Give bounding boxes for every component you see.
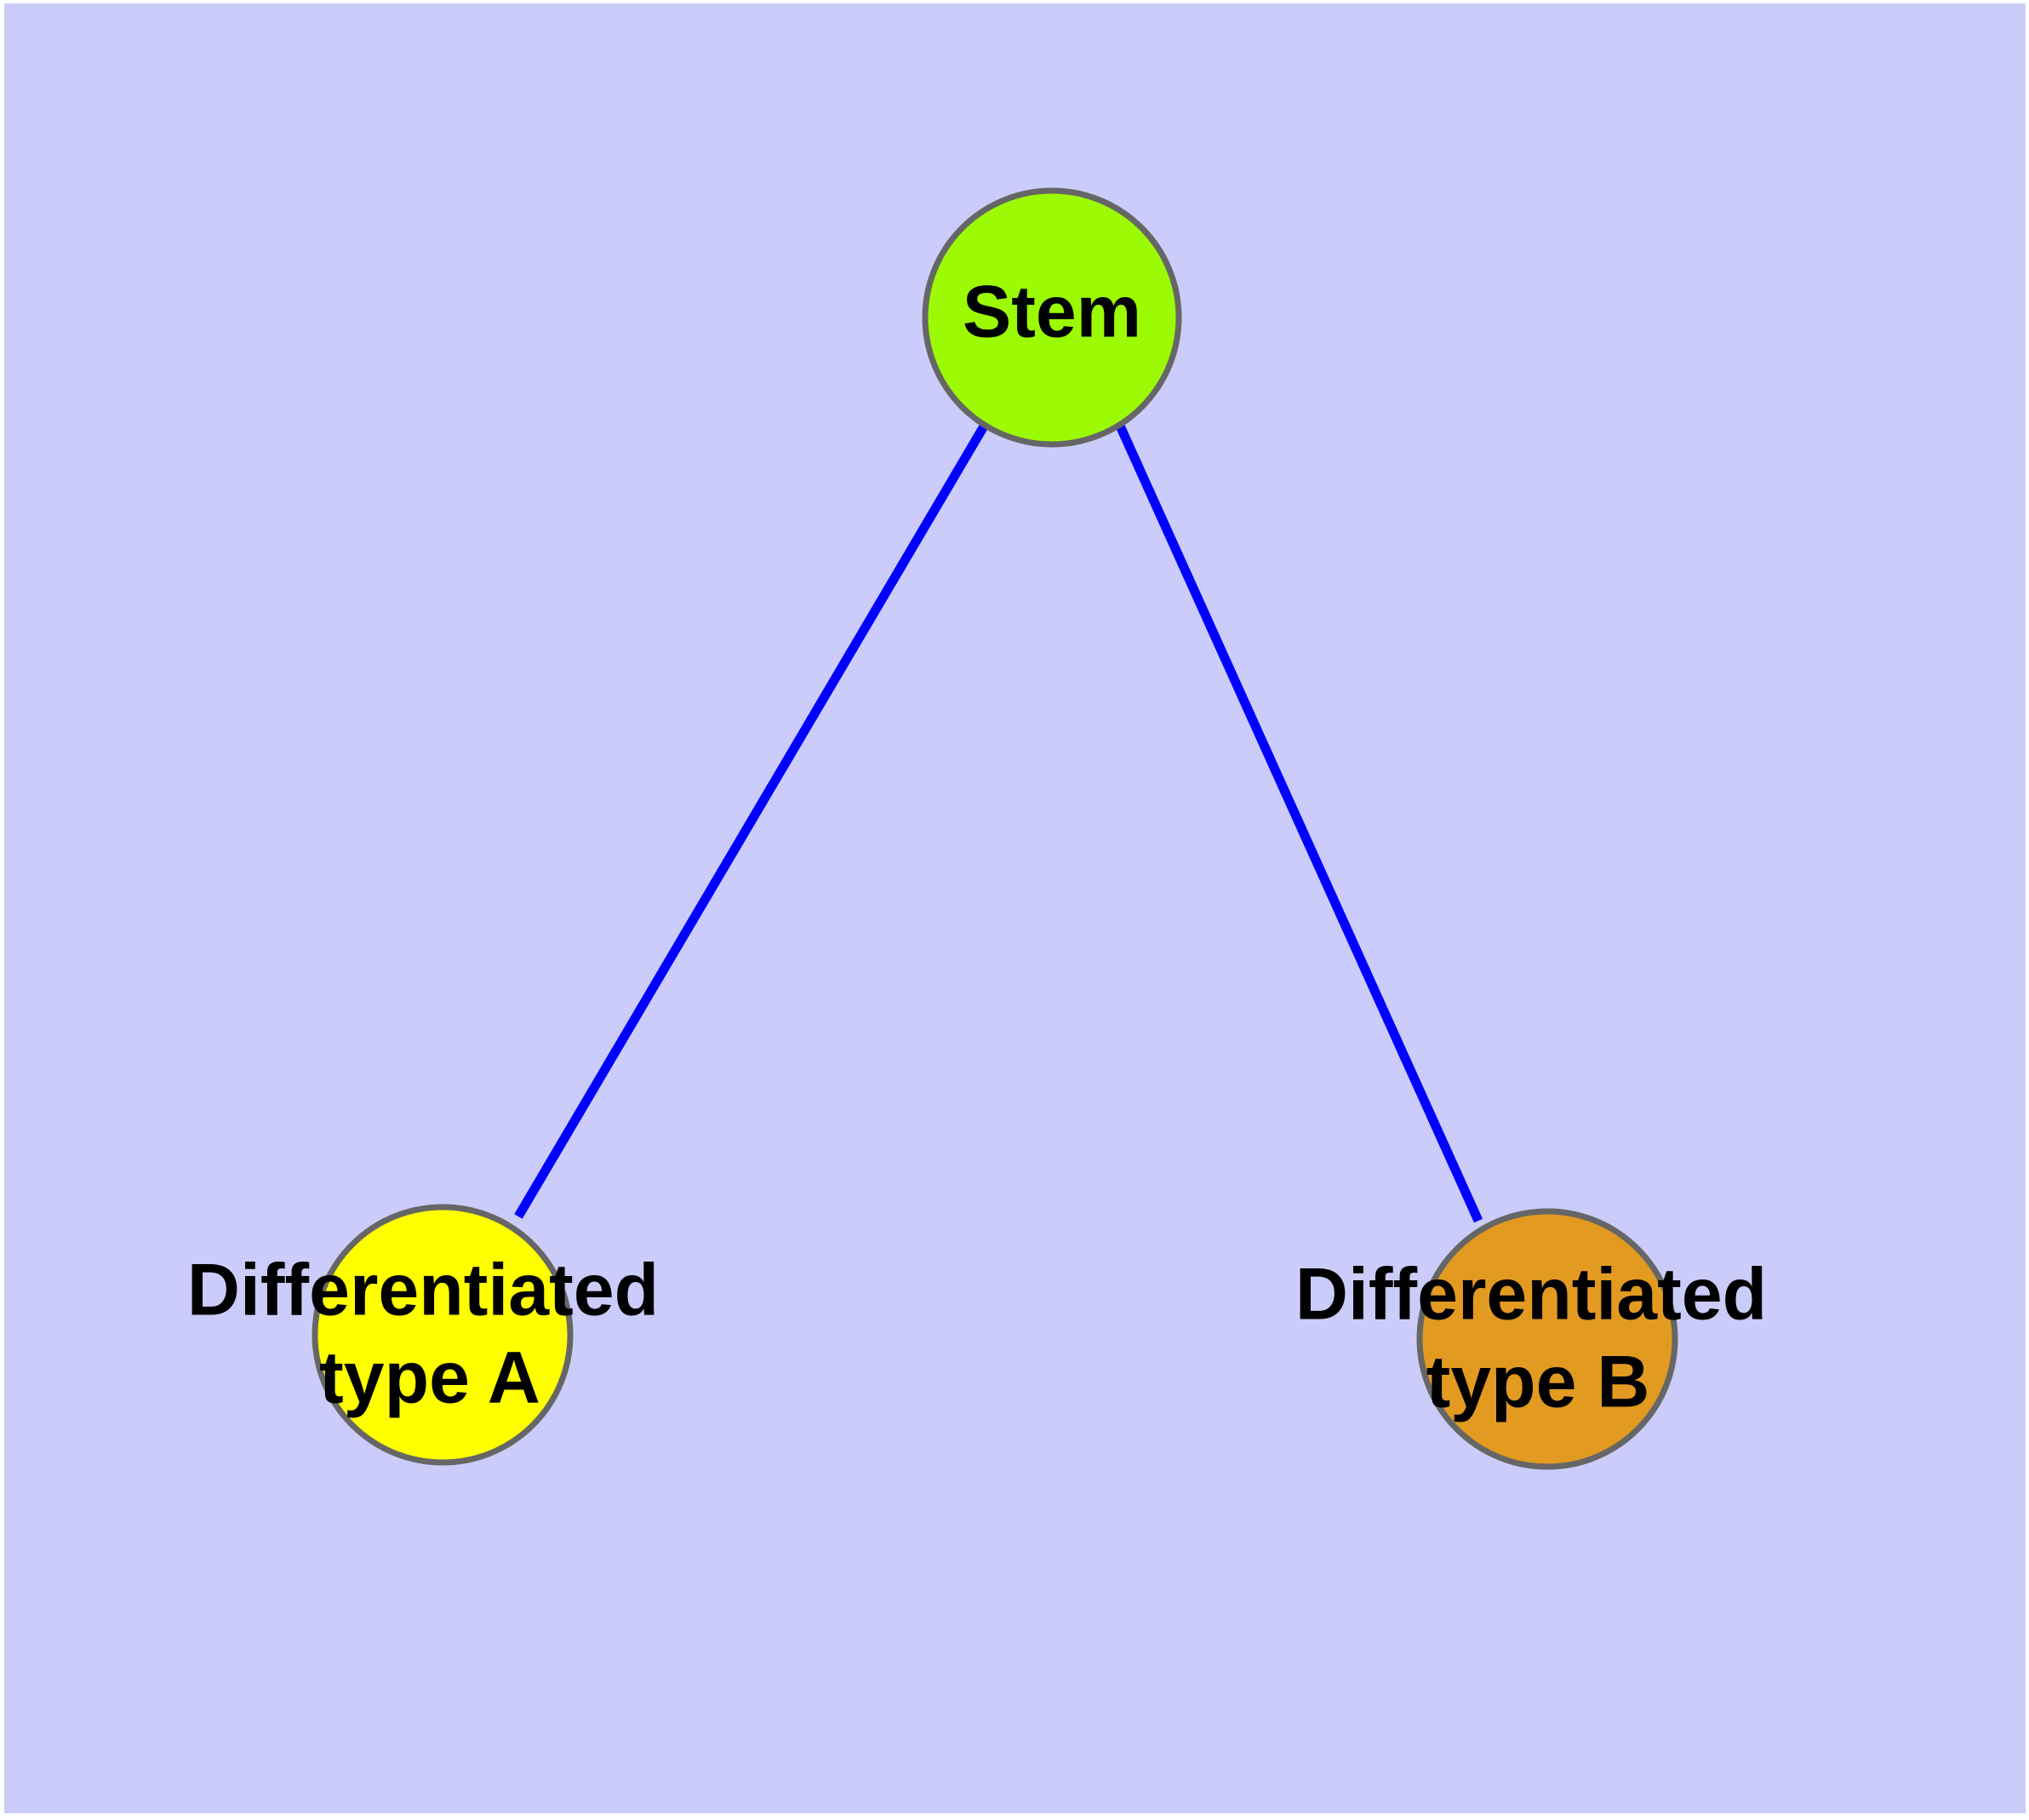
node-layer: Stem Differentiated type A Differentiate… (187, 187, 1767, 1470)
node-diff-a[interactable]: Differentiated type A (187, 1204, 659, 1466)
edge-stem-to-diff-a[interactable] (514, 422, 989, 1219)
node-diff-a-circle[interactable] (311, 1204, 574, 1466)
node-stem-label-line1: Stem (963, 272, 1141, 353)
node-diff-a-label-line2: type A (319, 1337, 540, 1419)
edge-layer (514, 421, 1483, 1223)
node-diff-b-label-line1: Differentiated (1295, 1254, 1767, 1336)
node-diff-b[interactable]: Differentiated type B (1295, 1208, 1767, 1470)
node-diff-a-label-line1: Differentiated (187, 1250, 659, 1331)
node-diff-b-circle[interactable] (1416, 1208, 1678, 1470)
graph-canvas: Stem Differentiated type A Differentiate… (4, 3, 2026, 1813)
edge-stem-to-diff-b[interactable] (1114, 421, 1483, 1223)
node-diff-b-label-line2: type B (1426, 1342, 1650, 1423)
node-stem[interactable]: Stem (922, 187, 1182, 448)
node-stem-circle[interactable] (922, 187, 1182, 448)
graph-svg: Stem Differentiated type A Differentiate… (187, 187, 1767, 1470)
